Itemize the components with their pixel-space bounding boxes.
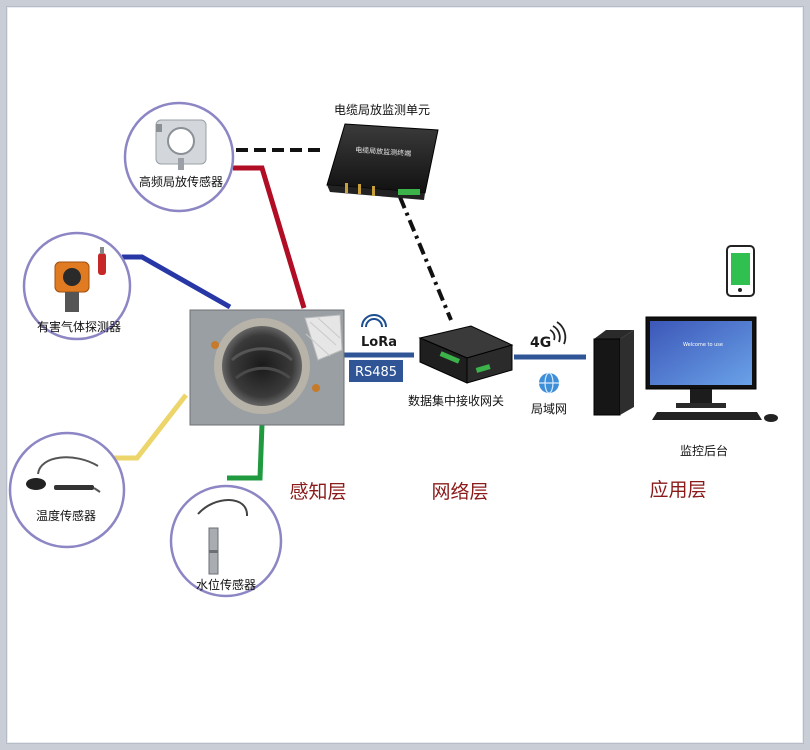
temp-sensor-link xyxy=(114,393,188,461)
mobile-phone-icon xyxy=(726,245,755,297)
network-layer-label: 网络层 xyxy=(431,481,488,503)
temperature-sensor-node[interactable]: 温度传感器 xyxy=(8,431,126,549)
cellular-label: 4G xyxy=(530,335,551,351)
pc-tower-icon xyxy=(593,330,634,416)
data-gateway[interactable]: 数据集中接收网关 xyxy=(408,325,514,408)
globe-icon xyxy=(539,372,559,394)
gateway-device-icon xyxy=(418,325,514,384)
monitor-to-gateway-link xyxy=(398,196,453,321)
gateway-label: 数据集中接收网关 xyxy=(408,393,504,408)
backend-label: 监控后台 xyxy=(680,443,728,458)
lora-badge: LoRa xyxy=(361,314,397,350)
gas-detector-node[interactable]: 有害气体探测器 xyxy=(22,231,132,341)
hf-ct-sensor-icon xyxy=(155,119,207,170)
hf-pd-sensor-label: 高频局放传感器 xyxy=(139,174,223,189)
hf-sensor-link xyxy=(233,165,307,309)
water-level-sensor-label: 水位传感器 xyxy=(196,577,256,592)
monitor-unit-device-icon: 电缆局放监测终端 xyxy=(326,123,439,200)
keyboard-icon xyxy=(652,412,778,422)
monitoring-backend[interactable]: Welcome to use 监控后台 xyxy=(593,316,778,458)
cellular-badge: 4G xyxy=(530,321,567,351)
rs485-label: RS485 xyxy=(355,365,397,380)
screen-welcome-text: Welcome to use xyxy=(683,342,723,348)
gas-sensor-link xyxy=(122,254,232,310)
perception-layer-label: 感知层 xyxy=(289,481,346,503)
hf-pd-sensor-node[interactable]: 高频局放传感器 xyxy=(123,101,235,213)
water-level-sensor-node[interactable]: 水位传感器 xyxy=(169,484,283,598)
application-layer-label: 应用层 xyxy=(649,479,706,501)
lan-label: 局域网 xyxy=(531,402,567,416)
temperature-sensor-icon xyxy=(26,456,101,493)
water-sensor-link xyxy=(227,423,265,481)
monitor-unit-title: 电缆局放监测单元 xyxy=(334,102,430,117)
rs485-badge: RS485 xyxy=(349,360,403,382)
water-level-sensor-icon xyxy=(197,499,249,575)
temperature-sensor-label: 温度传感器 xyxy=(36,508,96,523)
gas-detector-icon xyxy=(54,247,106,312)
lora-label: LoRa xyxy=(361,335,397,350)
cable-pd-monitor-unit[interactable]: 电缆局放监测单元 电缆局放监测终端 xyxy=(326,102,439,200)
gas-detector-label: 有害气体探测器 xyxy=(37,319,121,334)
monitor-icon: Welcome to use xyxy=(645,316,757,408)
signal-icon xyxy=(549,321,567,345)
lan-badge: 局域网 xyxy=(531,372,567,416)
cable-manhole-image xyxy=(189,309,345,426)
monitor-unit-device-text: 电缆局放监测终端 xyxy=(355,145,411,158)
